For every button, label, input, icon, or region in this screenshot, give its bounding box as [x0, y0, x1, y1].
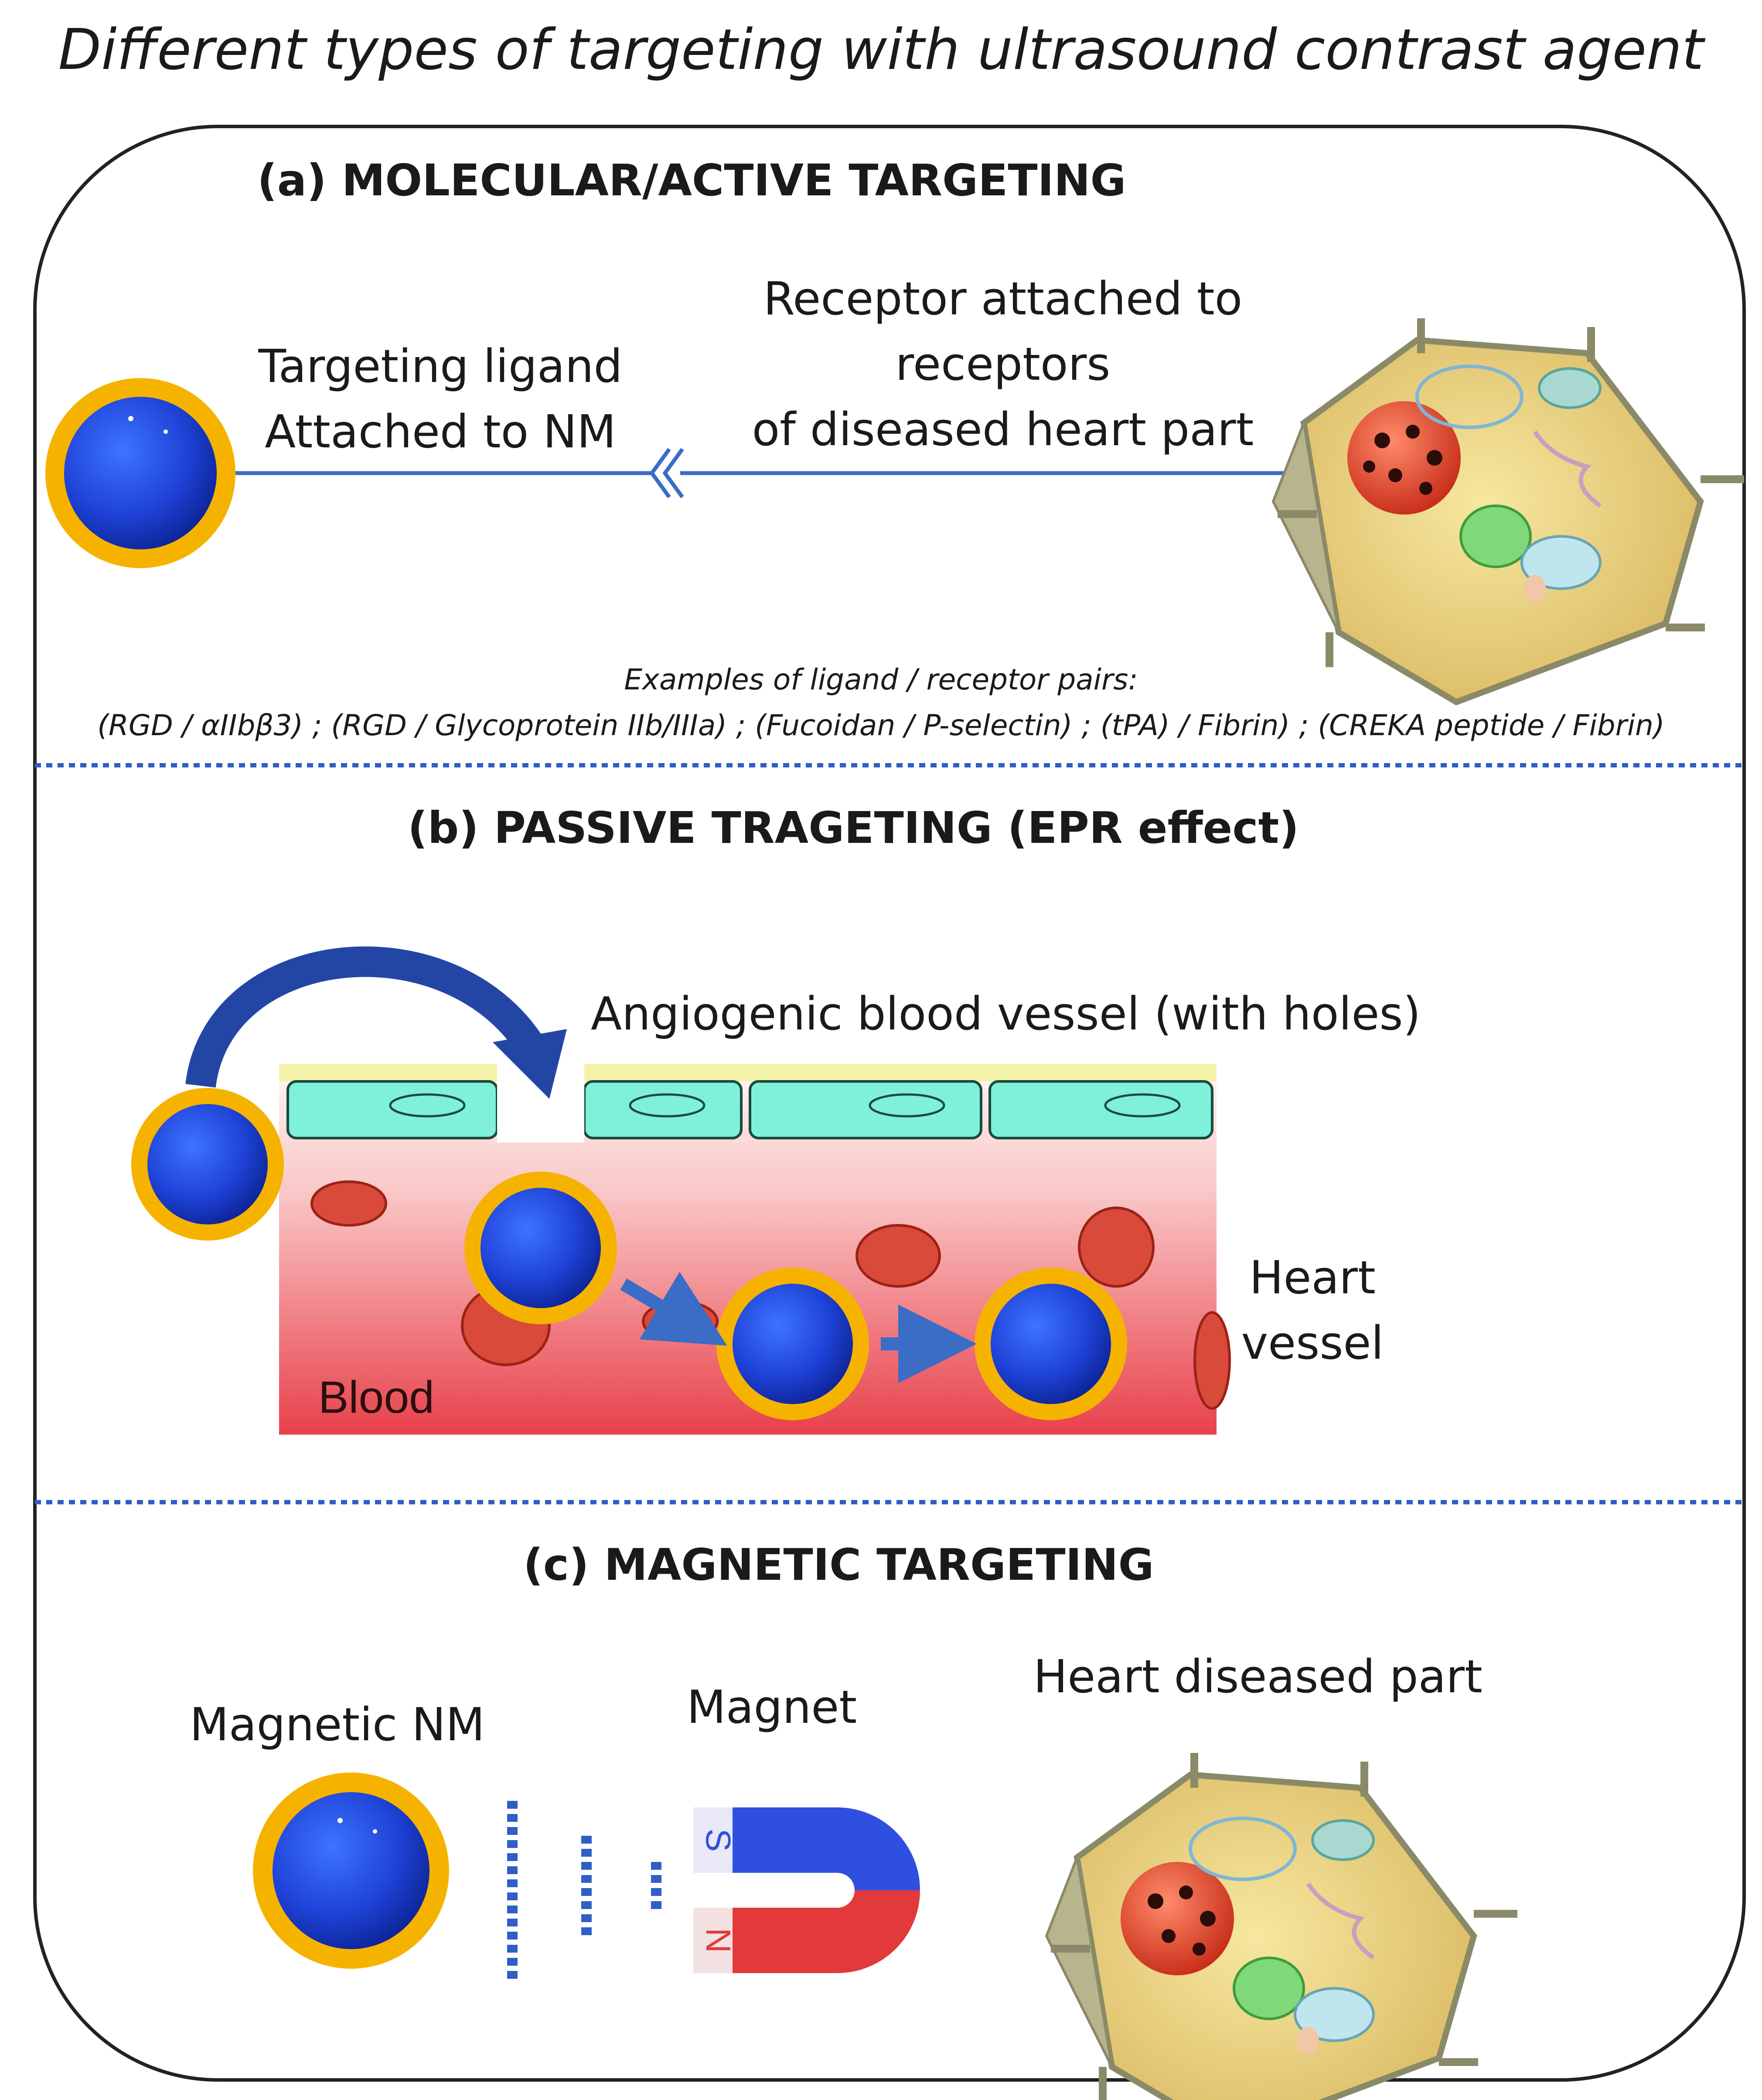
panel-b-title: (b) PASSIVE TRAGETING (EPR effect)	[408, 802, 1299, 853]
vessel-wall	[279, 1064, 1217, 1142]
magnetic-nanomaterial	[253, 1773, 449, 1969]
nanomaterial-a	[45, 378, 235, 568]
diseased-heart-cell-a	[1271, 318, 1744, 706]
heart-diseased-part-label: Heart diseased part	[1033, 1650, 1483, 1703]
heart-vessel-label-line1: Heart	[1249, 1251, 1376, 1304]
panel-a-title: (a) MOLECULAR/ACTIVE TARGETING	[257, 155, 1126, 206]
magnetic-nm-label: Magnetic NM	[190, 1698, 485, 1751]
magnet-pole-s: S	[699, 1828, 738, 1851]
examples-list: (RGD / αIIbβ3) ; (RGD / Glycoprotein IIb…	[97, 709, 1665, 742]
extravasation-arrow	[185, 946, 550, 1088]
panel-c-title: (c) MAGNETIC TARGETING	[523, 1539, 1154, 1590]
nanomaterial-b-right	[975, 1268, 1127, 1420]
receptor-label-line2: receptors	[895, 338, 1111, 391]
ligand-receptor-bond	[649, 448, 684, 498]
receptor-label-line1: Receptor attached to	[763, 272, 1243, 325]
magnetic-field-lines	[507, 1801, 661, 1980]
red-blood-cells	[310, 1180, 1231, 1410]
nanomaterial-b-outside	[131, 1088, 284, 1241]
magnet-pole-n: N	[699, 1928, 738, 1953]
examples-heading: Examples of ligand / receptor pairs:	[624, 663, 1138, 696]
receptor-label: Receptor attached to receptors of diseas…	[741, 266, 1264, 462]
blood-label: Blood	[318, 1372, 434, 1423]
magnet-icon: S N	[693, 1807, 920, 1973]
ligand-label-line1: Targeting ligand	[258, 340, 623, 393]
diseased-heart-cell-c	[1045, 1753, 1517, 2100]
ligand-label: Targeting ligand Attached to NM	[244, 334, 637, 464]
ligand-label-line2: Attached to NM	[265, 405, 616, 458]
extravasation-arrowhead	[493, 1029, 567, 1099]
diagram-title: Different types of targeting with ultras…	[58, 17, 1704, 82]
receptor-label-line3: of diseased heart part	[752, 403, 1254, 456]
vessel-label: Angiogenic blood vessel (with holes)	[591, 987, 1421, 1040]
nanomaterial-b-entering	[464, 1172, 617, 1324]
heart-vessel-label-line2: vessel	[1241, 1316, 1384, 1370]
flow-arrow-1	[620, 1272, 727, 1346]
nanomaterial-b-middle	[716, 1268, 869, 1420]
outer-frame	[33, 125, 1746, 2082]
heart-vessel-label: Heart vessel	[1221, 1245, 1404, 1376]
magnet-label: Magnet	[687, 1681, 857, 1734]
